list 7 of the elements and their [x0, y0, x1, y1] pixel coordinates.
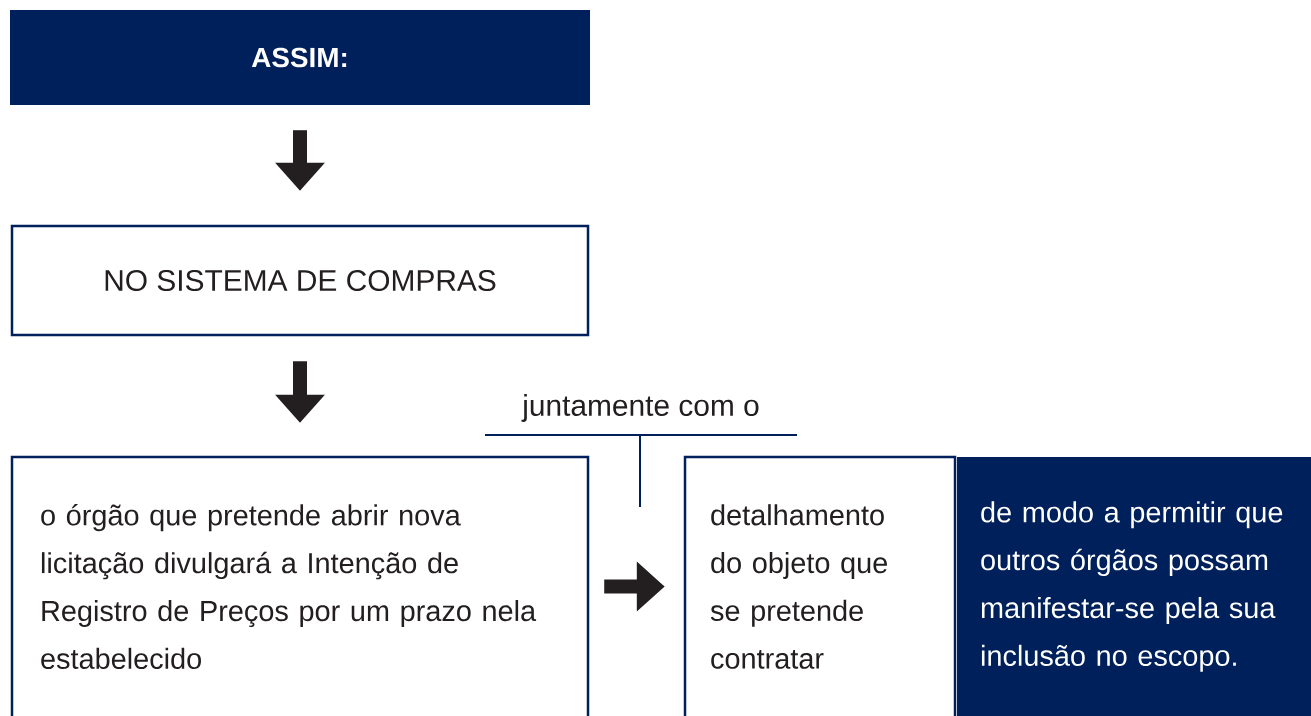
node-label: de modo a permitir que outros órgãos possam manifestar-se pela sua inclusão no escopo.	[981, 501, 1283, 672]
process-box: NO SISTEMA DE COMPRAS	[10, 224, 590, 337]
title-bar: ASSIM:	[10, 10, 590, 105]
connector-label: juntamente com o	[521, 394, 759, 422]
text-box: o órgão que pretende abrir nova licitação divulgará a Intenção de Registro de Preços por um prazo nela estabelecido	[10, 455, 590, 716]
highlight-box: de modo a permitir que outros órgãos possam manifestar-se pela sua inclusão no escopo.	[957, 457, 1311, 716]
text-box: detalhamento do objeto que se pretende contratar	[683, 455, 957, 716]
